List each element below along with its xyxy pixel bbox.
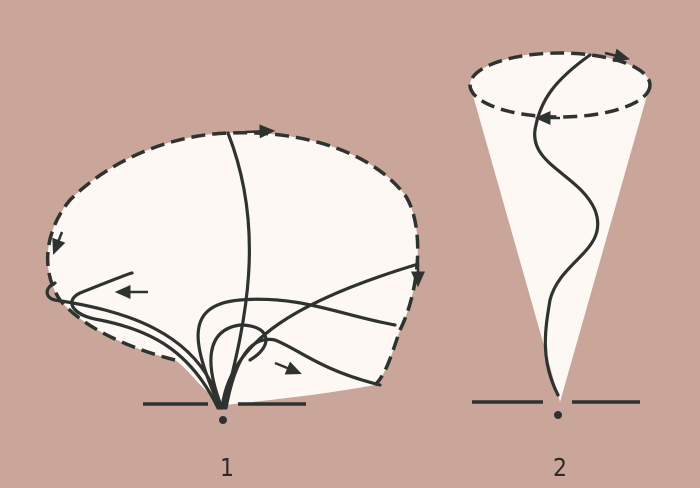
figure-2-label: 2: [553, 454, 567, 483]
arrow-cone-top: [605, 53, 625, 58]
figure-1: [47, 131, 418, 424]
figure-2-origin-point: [554, 411, 562, 419]
figure-2: [470, 52, 650, 419]
figure-1-origin-point: [219, 416, 227, 424]
figure-1-label: 1: [220, 454, 234, 483]
arrow-top: [245, 131, 270, 132]
cone-top-ellipse: [470, 53, 650, 117]
